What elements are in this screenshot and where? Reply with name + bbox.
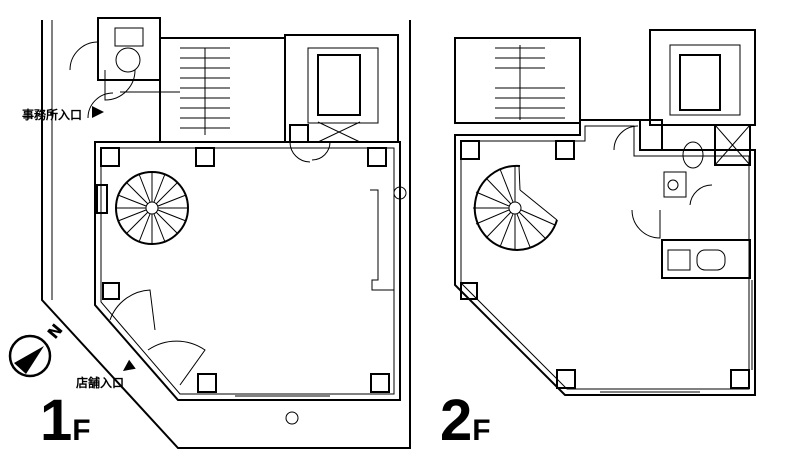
north-compass-icon [8,334,52,378]
floor-suffix: F [472,414,491,447]
shop-entrance-arrow [122,359,136,371]
building-2f [454,29,756,396]
floor-label-1f: 1F [40,392,91,450]
shop-entrance-label: 店舗入口 [76,376,125,390]
floor-label-2f: 2F [440,392,491,450]
office-entrance-arrow [92,106,104,118]
building-1f [69,17,407,425]
floor-number: 1 [40,388,73,453]
floor-suffix: F [72,414,91,447]
site-boundary-1f [41,20,411,449]
office-entrance-label: 事務所入口 [22,108,83,122]
floor-number: 2 [440,388,473,453]
